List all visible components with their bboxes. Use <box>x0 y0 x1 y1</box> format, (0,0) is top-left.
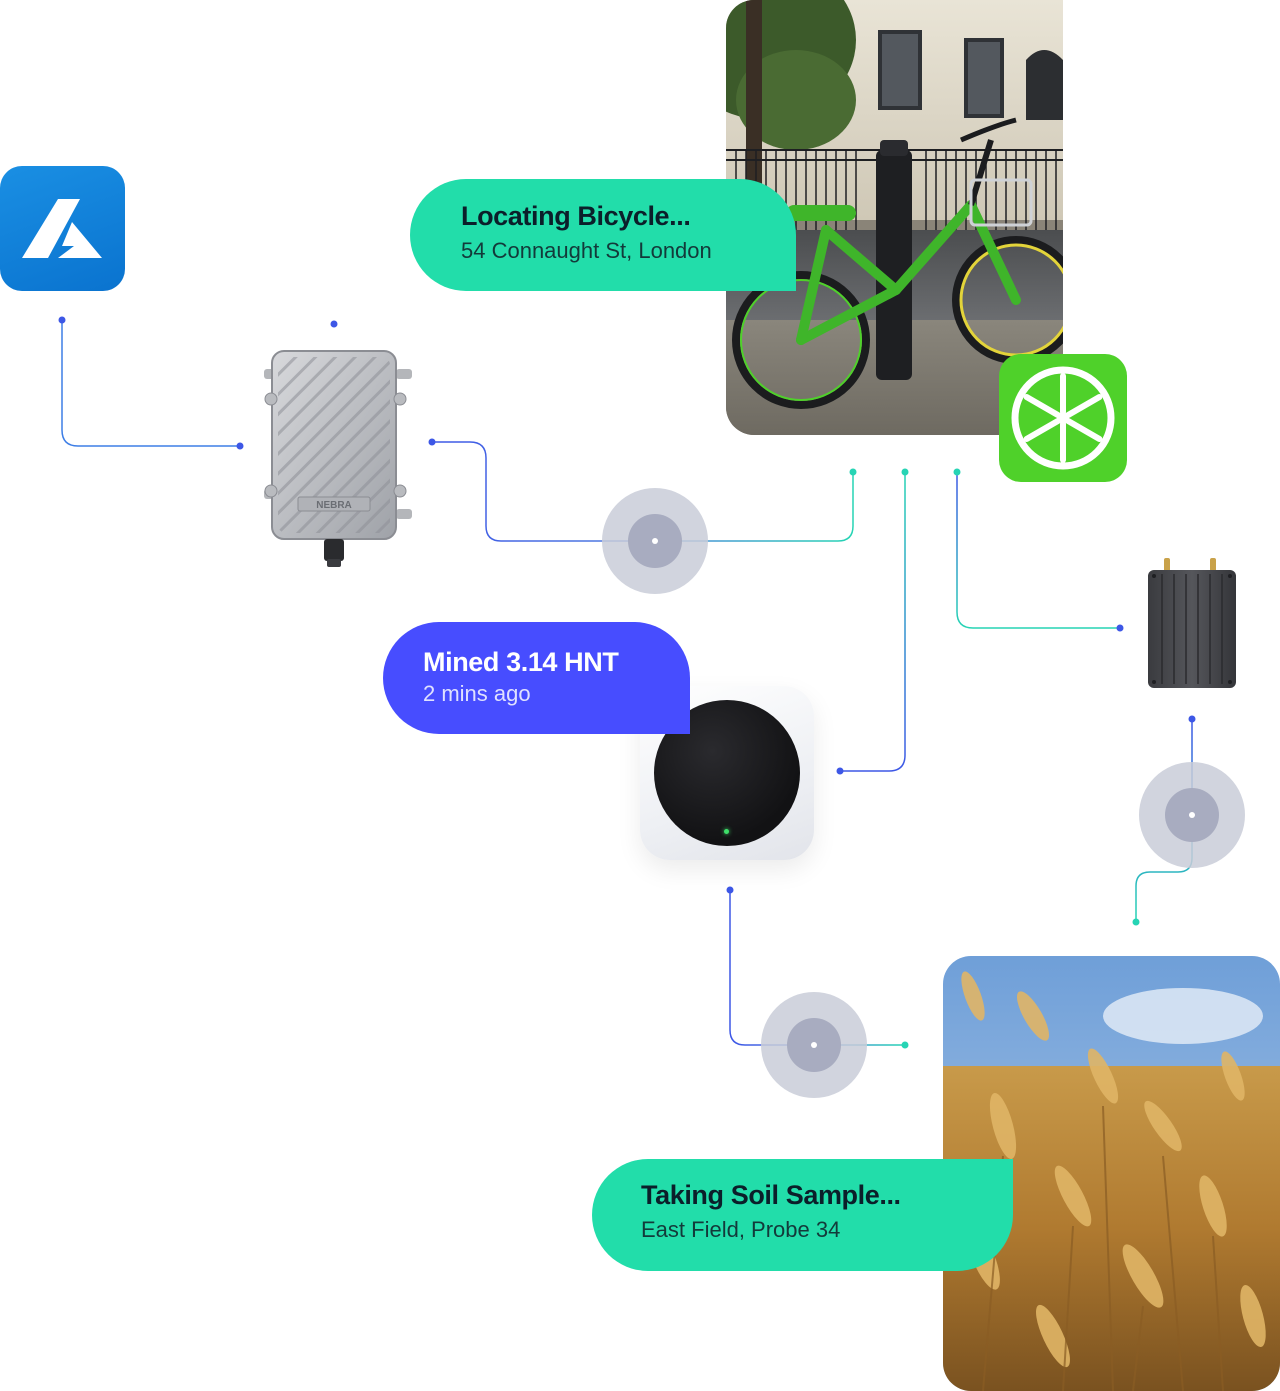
signal-node-icon <box>1139 762 1245 868</box>
connector-bike-hotspot <box>840 472 906 772</box>
tracker-illustration <box>1148 558 1236 688</box>
bicycle-status-address: 54 Connaught St, London <box>461 238 712 263</box>
gps-tracker-device <box>1146 558 1238 690</box>
hotspot-device <box>640 686 814 860</box>
bicycle-status-title: Locating Bicycle... <box>461 201 691 231</box>
connector-azure <box>61 320 240 447</box>
lime-logo-glyph <box>1011 366 1115 470</box>
soil-sample-title: Taking Soil Sample... <box>641 1180 901 1210</box>
connector-bike-tracker <box>956 472 1120 629</box>
azure-logo-icon <box>0 166 125 291</box>
mining-reward-time: 2 mins ago <box>423 681 531 706</box>
status-led <box>724 829 729 834</box>
outdoor-gateway-device: NEBRA <box>262 349 417 571</box>
mining-reward-card: Mined 3.14 HNT 2 mins ago <box>383 622 690 734</box>
bicycle-scene <box>726 0 1063 435</box>
gateway-illustration: NEBRA <box>264 350 412 567</box>
azure-logo-glyph <box>22 199 102 258</box>
soil-sample-location: East Field, Probe 34 <box>641 1217 841 1242</box>
device-label: NEBRA <box>316 500 352 511</box>
lime-logo-icon <box>999 354 1127 482</box>
bicycle-status-card: Locating Bicycle... 54 Connaught St, Lon… <box>410 179 796 291</box>
connector-gateway-bike <box>432 441 854 542</box>
signal-node-icon <box>602 488 708 594</box>
connector-hotspot-wheat <box>729 890 905 1046</box>
soil-sample-card: Taking Soil Sample... East Field, Probe … <box>592 1159 1013 1271</box>
mining-reward-title: Mined 3.14 HNT <box>423 647 619 677</box>
signal-node-icon <box>761 992 867 1098</box>
